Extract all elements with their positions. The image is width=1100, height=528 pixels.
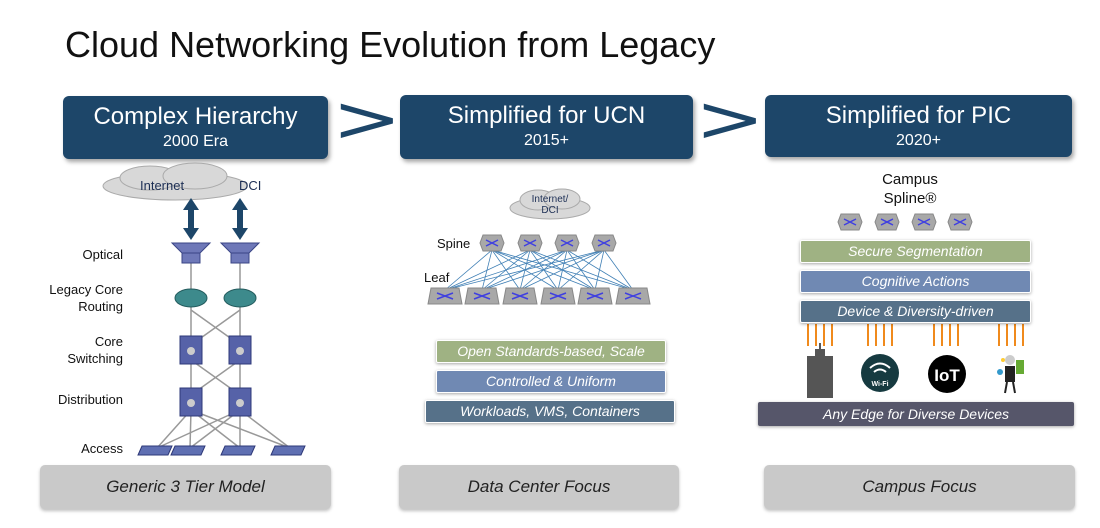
cloud-label-internet-dci: Internet/ DCI: [520, 194, 580, 216]
cloud-label-internet: Internet: [140, 178, 185, 193]
footer-generic-3-tier: Generic 3 Tier Model: [40, 465, 331, 509]
spine-switches: [479, 234, 617, 252]
iot-icon: IoT: [928, 355, 966, 393]
mobile-user-icon: [997, 355, 1024, 394]
tier-label-distribution: Distribution: [57, 392, 123, 407]
leaf-switch-icon: [540, 287, 576, 305]
router-icon: [174, 288, 257, 308]
spine-switch-icon: [517, 234, 543, 252]
spline-label-line: Campus: [882, 171, 938, 188]
cloud-label-line: DCI: [541, 205, 559, 216]
wifi-icon: Wi-Fi: [861, 354, 899, 392]
bar-device-diversity: Device & Diversity-driven: [800, 300, 1031, 323]
spine-switch-icon: [591, 234, 617, 252]
bar-any-edge: Any Edge for Diverse Devices: [758, 402, 1074, 426]
spline-label-line: Spline®: [883, 190, 937, 207]
header-simplified-ucn: Simplified for UCN 2015+: [400, 95, 693, 159]
campus-spline-label: Campus Spline®: [860, 170, 960, 208]
spine-switch-icon: [874, 213, 900, 231]
leaf-switches: [427, 287, 651, 305]
leaf-switch-icon: [464, 287, 500, 305]
header-subtitle: 2000 Era: [163, 133, 228, 150]
leaf-switch-icon: [615, 287, 651, 305]
leaf-switch-icon: [502, 287, 538, 305]
access-switch-icon: [137, 445, 306, 456]
tier-label-switching: Switching: [67, 351, 123, 366]
cloud-icon: [509, 188, 591, 220]
tier-label-legacy-core: Legacy Core: [49, 282, 123, 297]
leaf-switch-icon: [577, 287, 613, 305]
header-complex-hierarchy: Complex Hierarchy 2000 Era: [63, 96, 328, 159]
spine-label: Spine: [437, 236, 471, 251]
header-subtitle: 2020+: [896, 132, 941, 149]
cloud-label-dci: DCI: [239, 178, 262, 193]
bar-cognitive-actions: Cognitive Actions: [800, 270, 1031, 293]
spline-switches: [837, 213, 973, 231]
spine-switch-icon: [837, 213, 863, 231]
footer-data-center: Data Center Focus: [399, 465, 679, 509]
bar-workloads: Workloads, VMS, Containers: [425, 400, 675, 423]
tier-label-optical: Optical: [82, 247, 123, 262]
building-icon: [807, 343, 833, 398]
bar-controlled-uniform: Controlled & Uniform: [436, 370, 666, 393]
double-arrow-icon: [183, 198, 248, 240]
header-simplified-pic: Simplified for PIC 2020+: [765, 95, 1072, 157]
spine-switch-icon: [947, 213, 973, 231]
leaf-switch-icon: [427, 287, 463, 305]
bar-open-standards: Open Standards-based, Scale: [436, 340, 666, 363]
svg-text:Wi-Fi: Wi-Fi: [871, 381, 888, 388]
spine-switch-icon: [554, 234, 580, 252]
tier-label-access: Access: [81, 441, 123, 456]
cloud-label-line: Internet/: [531, 194, 569, 205]
chevron-right-icon: >: [331, 83, 402, 157]
footer-campus: Campus Focus: [764, 465, 1075, 509]
header-subtitle: 2015+: [524, 132, 569, 149]
leaf-label: Leaf: [424, 270, 450, 285]
tier-label-routing: Routing: [78, 299, 123, 314]
optical-device-icon: [170, 242, 261, 264]
spine-switch-icon: [479, 234, 505, 252]
svg-text:IoT: IoT: [934, 366, 960, 385]
device-links: [807, 324, 1024, 346]
hierarchy-links: [156, 262, 291, 449]
header-title: Complex Hierarchy: [93, 103, 298, 130]
slide-title: Cloud Networking Evolution from Legacy: [65, 24, 716, 65]
cloud-icon: [102, 162, 248, 201]
spine-switch-icon: [911, 213, 937, 231]
tier-label-core: Core: [94, 334, 123, 349]
header-title: Simplified for PIC: [825, 102, 1012, 129]
spine-leaf-links: [444, 249, 634, 291]
bar-secure-segmentation: Secure Segmentation: [800, 240, 1031, 263]
header-title: Simplified for UCN: [447, 102, 646, 129]
chevron-right-icon: >: [694, 83, 765, 157]
